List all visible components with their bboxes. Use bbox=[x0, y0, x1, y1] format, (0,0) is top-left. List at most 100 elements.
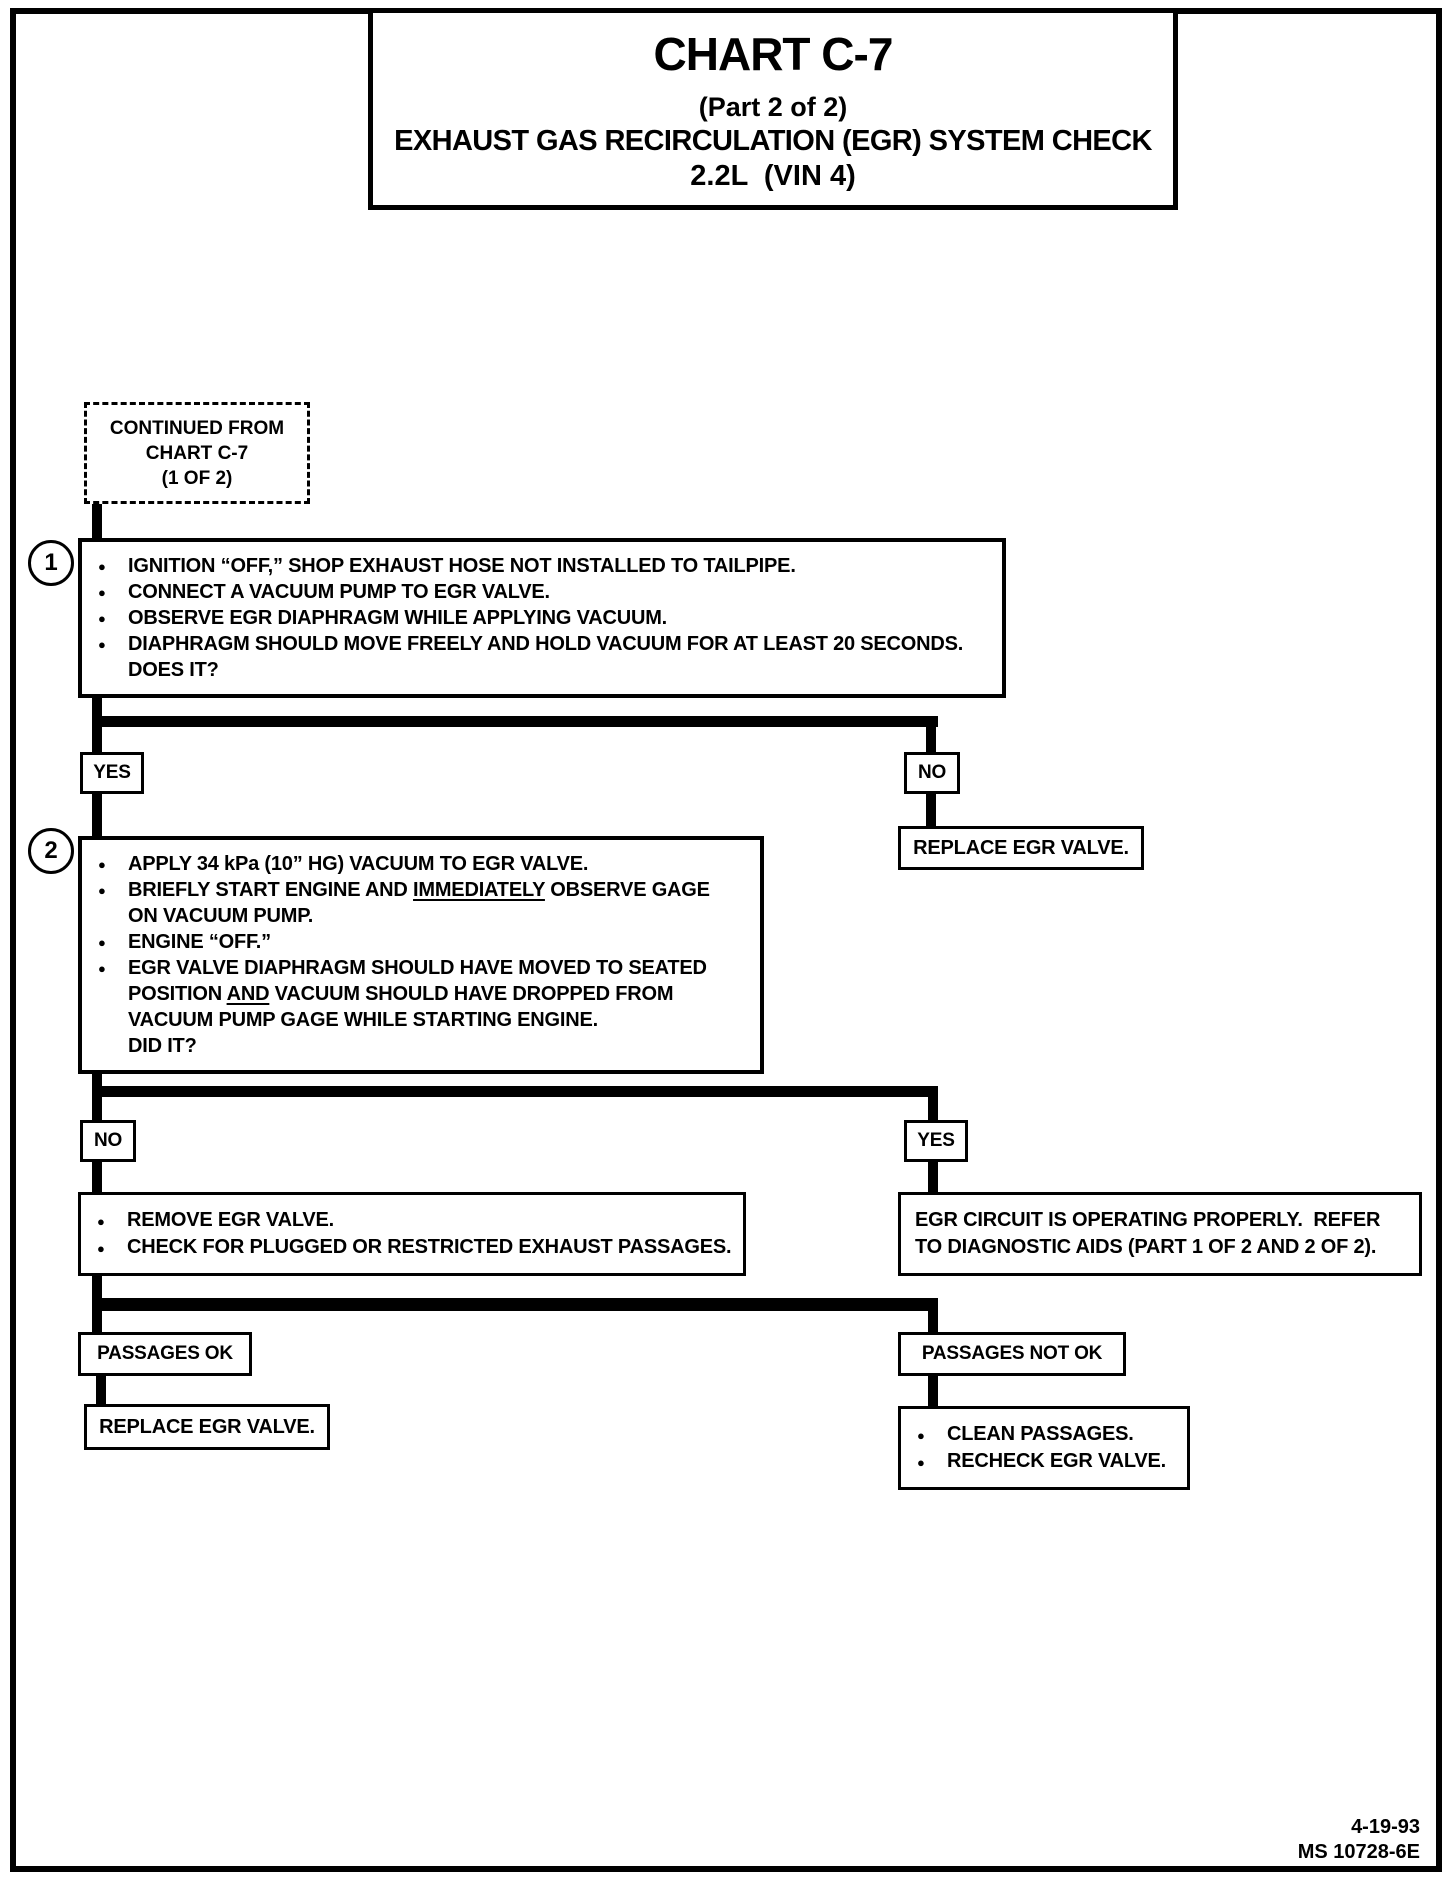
step-2-box: ● APPLY 34 kPa (10” HG) VACUUM TO EGR VAL… bbox=[78, 836, 764, 1074]
bullet-icon: ● bbox=[917, 1428, 925, 1443]
text-segment: CHECK FOR PLUGGED OR RESTRICTED EXHAUST … bbox=[127, 1236, 732, 1258]
decision-2-yes-label: YES bbox=[917, 1130, 955, 1151]
flow-connector bbox=[928, 1298, 938, 1334]
text-segment: RECHECK EGR VALVE. bbox=[947, 1450, 1167, 1472]
flow-text-line: DID IT? bbox=[82, 1033, 752, 1059]
text-segment: CONNECT A VACUUM PUMP TO EGR VALVE. bbox=[128, 581, 550, 603]
footer-document-number: MS 10728-6E bbox=[1297, 1841, 1420, 1863]
decision-3-passages-ok: PASSAGES OK bbox=[78, 1332, 252, 1376]
chart-subtitle-part: (Part 2 of 2) bbox=[698, 92, 848, 122]
replace-egr-valve-box-right: REPLACE EGR VALVE. bbox=[898, 826, 1144, 870]
text-segment: OBSERVE EGR DIAPHRAGM WHILE APPLYING VAC… bbox=[128, 607, 668, 629]
text-segment: ENGINE “OFF.” bbox=[128, 931, 271, 953]
decision-1-yes: YES bbox=[80, 752, 144, 794]
bullet-icon: ● bbox=[98, 559, 106, 574]
text-segment: EGR CIRCUIT IS OPERATING PROPERLY. REFER bbox=[915, 1209, 1381, 1231]
flow-text-line: ● EGR VALVE DIAPHRAGM SHOULD HAVE MOVED T… bbox=[82, 955, 752, 981]
remove-egr-valve-box: ● REMOVE EGR VALVE. ● CHECK FOR PLUGGED OR … bbox=[78, 1192, 746, 1276]
bullet-icon: ● bbox=[97, 1214, 105, 1229]
bullet-icon: ● bbox=[97, 1241, 105, 1256]
flow-text-line: ● CONNECT A VACUUM PUMP TO EGR VALVE. bbox=[82, 579, 994, 605]
flow-connector bbox=[92, 500, 102, 542]
step-2-number: 2 bbox=[44, 837, 58, 864]
flow-text-line: ● OBSERVE EGR DIAPHRAGM WHILE APPLYING VA… bbox=[82, 605, 994, 631]
text-segment: EGR VALVE DIAPHRAGM SHOULD HAVE MOVED TO… bbox=[128, 957, 707, 979]
text-segment: REMOVE EGR VALVE. bbox=[127, 1209, 335, 1231]
flow-connector bbox=[928, 1086, 938, 1122]
flow-connector bbox=[92, 1298, 938, 1311]
bullet-icon: ● bbox=[98, 637, 106, 652]
text-segment: CLEAN PASSAGES. bbox=[947, 1423, 1134, 1445]
flow-text-line: ● APPLY 34 kPa (10” HG) VACUUM TO EGR VAL… bbox=[82, 851, 752, 877]
decision-1-no: NO bbox=[904, 752, 960, 794]
flow-connector bbox=[928, 1374, 938, 1408]
flow-connector bbox=[92, 1086, 938, 1097]
decision-2-no-label: NO bbox=[93, 1130, 123, 1151]
flow-text-line: ● RECHECK EGR VALVE. bbox=[901, 1448, 1181, 1475]
bullet-icon: ● bbox=[98, 961, 106, 976]
step-2-number-badge: 2 bbox=[28, 828, 74, 874]
flow-connector bbox=[92, 792, 102, 838]
text-segment: BRIEFLY START ENGINE AND bbox=[128, 879, 414, 901]
flow-text-line: DOES IT? bbox=[82, 657, 994, 683]
flow-text-line: ● BRIEFLY START ENGINE AND IMMEDIATELY OB… bbox=[82, 877, 752, 903]
flow-text-line: EGR CIRCUIT IS OPERATING PROPERLY. REFER bbox=[901, 1207, 1413, 1234]
bullet-icon: ● bbox=[98, 611, 106, 626]
chart-title: CHART C-7 bbox=[653, 28, 894, 80]
footer-date: 4-19-93 bbox=[1351, 1816, 1420, 1838]
text-segment: DOES IT? bbox=[128, 659, 219, 681]
decision-1-yes-label: YES bbox=[93, 762, 131, 783]
flow-text-line: ● IGNITION “OFF,” SHOP EXHAUST HOSE NOT I… bbox=[82, 553, 994, 579]
text-segment: TO DIAGNOSTIC AIDS (PART 1 OF 2 AND 2 OF… bbox=[915, 1236, 1377, 1258]
text-segment: OBSERVE GAGE bbox=[544, 879, 710, 901]
decision-3-passages-not-ok: PASSAGES NOT OK bbox=[898, 1332, 1126, 1376]
bullet-icon: ● bbox=[98, 585, 106, 600]
replace-egr-valve-box-bottom: REPLACE EGR VALVE. bbox=[84, 1404, 330, 1450]
continued-line: CHART C-7 bbox=[145, 442, 249, 464]
continued-line: (1 OF 2) bbox=[161, 467, 233, 489]
bullet-icon: ● bbox=[98, 857, 106, 872]
egr-ok-box: EGR CIRCUIT IS OPERATING PROPERLY. REFER… bbox=[898, 1192, 1422, 1276]
continued-line: CONTINUED FROM bbox=[109, 417, 285, 439]
bullet-icon: ● bbox=[98, 935, 106, 950]
flow-text-line: ● CLEAN PASSAGES. bbox=[901, 1421, 1181, 1448]
replace-egr-valve-bottom-label: REPLACE EGR VALVE. bbox=[99, 1415, 315, 1438]
flow-text-line: POSITION AND VACUUM SHOULD HAVE DROPPED … bbox=[82, 981, 752, 1007]
text-segment: DID IT? bbox=[128, 1035, 197, 1057]
flow-text-line: ● REMOVE EGR VALVE. bbox=[81, 1207, 737, 1234]
flow-connector bbox=[96, 1374, 106, 1406]
flow-connector bbox=[92, 1160, 102, 1194]
decision-2-yes: YES bbox=[904, 1120, 968, 1162]
passages-ok-label: PASSAGES OK bbox=[97, 1343, 233, 1364]
flow-text-line: ON VACUUM PUMP. bbox=[82, 903, 752, 929]
continued-from-box: CONTINUED FROM CHART C-7 (1 OF 2) bbox=[84, 402, 310, 504]
bullet-icon: ● bbox=[98, 883, 106, 898]
flow-connector bbox=[926, 792, 936, 828]
replace-egr-valve-right-label: REPLACE EGR VALVE. bbox=[913, 836, 1129, 859]
passages-not-ok-label: PASSAGES NOT OK bbox=[921, 1343, 1103, 1364]
text-segment: VACUUM SHOULD HAVE DROPPED FROM bbox=[269, 983, 674, 1005]
flow-text-line: VACUUM PUMP GAGE WHILE STARTING ENGINE. bbox=[82, 1007, 752, 1033]
chart-subtitle-engine: 2.2L (VIN 4) bbox=[690, 160, 856, 192]
clean-passages-box: ● CLEAN PASSAGES. ● RECHECK EGR VALVE. bbox=[898, 1406, 1190, 1490]
flow-text-line: ● ENGINE “OFF.” bbox=[82, 929, 752, 955]
text-segment: APPLY 34 kPa (10” HG) VACUUM TO EGR VALV… bbox=[128, 853, 589, 875]
flow-text-line: TO DIAGNOSTIC AIDS (PART 1 OF 2 AND 2 OF… bbox=[901, 1234, 1413, 1261]
title-block: CHART C-7 (Part 2 of 2) EXHAUST GAS RECI… bbox=[368, 8, 1178, 210]
underlined-text-segment: IMMEDIATELY bbox=[413, 879, 545, 901]
flow-text-line: ●DIAPHRAGM SHOULD MOVE FREELY AND HOLD V… bbox=[82, 631, 994, 657]
flow-connector bbox=[926, 716, 936, 756]
step-1-box: ● IGNITION “OFF,” SHOP EXHAUST HOSE NOT I… bbox=[78, 538, 1006, 698]
page-footer: 4-19-93 MS 10728-6E bbox=[1298, 1815, 1420, 1865]
flow-connector bbox=[92, 716, 938, 727]
chart-subtitle-system: EXHAUST GAS RECIRCULATION (EGR) SYSTEM C… bbox=[394, 125, 1152, 157]
text-segment: IGNITION “OFF,” SHOP EXHAUST HOSE NOT IN… bbox=[128, 555, 796, 577]
text-segment: VACUUM PUMP GAGE WHILE STARTING ENGINE. bbox=[128, 1009, 598, 1031]
decision-2-no: NO bbox=[80, 1120, 136, 1162]
bullet-icon: ● bbox=[917, 1455, 925, 1470]
step-1-number: 1 bbox=[44, 549, 58, 576]
flow-connector bbox=[928, 1160, 938, 1194]
underlined-text-segment: AND bbox=[226, 983, 270, 1005]
step-1-number-badge: 1 bbox=[28, 540, 74, 586]
text-segment: ON VACUUM PUMP. bbox=[128, 905, 314, 927]
